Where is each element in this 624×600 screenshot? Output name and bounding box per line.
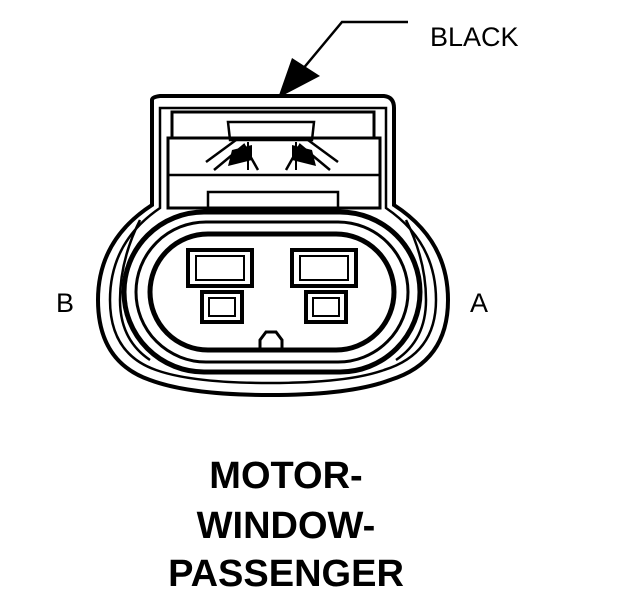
color-callout-arrow: [278, 20, 408, 98]
connector-title-line-3: PASSENGER: [168, 553, 404, 595]
connector-housing: [95, 94, 451, 398]
polarizing-key: [258, 330, 284, 350]
pin-a-label: A: [470, 288, 489, 318]
pin-b-label: B: [56, 288, 75, 318]
terminal-cavity-a: [290, 248, 358, 324]
connector-title-line-1: MOTOR-: [209, 455, 363, 497]
terminal-cavity-b: [186, 248, 254, 324]
connector-title-line-2: WINDOW-: [196, 505, 376, 547]
connector-face: [121, 209, 423, 375]
wire-color-label: BLACK: [430, 22, 519, 52]
